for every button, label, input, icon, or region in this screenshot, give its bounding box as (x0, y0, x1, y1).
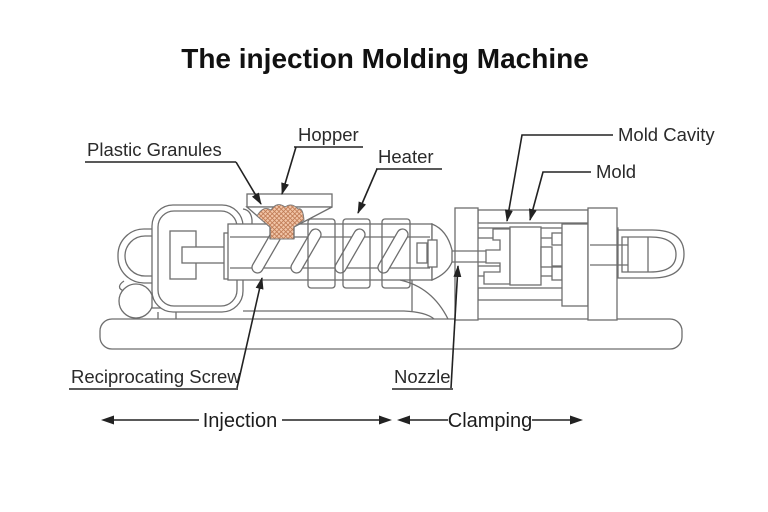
mold-cavity-plate (483, 228, 511, 285)
platen-tab (551, 232, 563, 246)
injection-drive-unit (117, 204, 244, 319)
heater-band (307, 218, 336, 289)
check-ring (416, 242, 428, 264)
label-reciprocating-screw: Reciprocating Screw (69, 277, 264, 390)
mold-label: Mold (596, 161, 636, 182)
injection-section-label: Injection (203, 410, 278, 432)
heater-band (381, 218, 411, 289)
label-mold-cavity: Mold Cavity (504, 124, 715, 222)
platen-tab (551, 266, 563, 281)
heater-leader (357, 168, 378, 214)
heater-band (342, 218, 371, 289)
plastic-granules-fill (256, 204, 305, 240)
arrow-left-icon (101, 415, 114, 425)
annotations: Plastic Granules Hopper Heater Mold Cavi… (69, 124, 715, 390)
clamp-cylinder-inner (621, 236, 677, 273)
nose-support-curve (399, 279, 449, 320)
machine-base (99, 318, 683, 350)
screw-tip (427, 239, 438, 268)
hopper-label: Hopper (298, 124, 359, 145)
arrow-left-icon (397, 415, 410, 425)
housing-hopper-curve (242, 208, 253, 224)
heater-label: Heater (378, 146, 434, 167)
label-plastic-granules: Plastic Granules (85, 139, 262, 205)
mold-cavity-leader (504, 134, 613, 222)
barrel-assembly (227, 218, 453, 320)
carriage-curve (403, 310, 435, 320)
clamping-span: Clamping (397, 410, 583, 432)
mold-cavity-label: Mold Cavity (618, 124, 715, 145)
nozzle-leader (450, 265, 462, 389)
arrow-right-icon (570, 415, 583, 425)
screw-flight (377, 228, 409, 274)
hopper-leader (281, 146, 297, 195)
label-heater: Heater (357, 146, 442, 214)
label-hopper: Hopper (281, 124, 363, 195)
moving-platen (561, 223, 589, 307)
dimension-arrows: Injection Clamping (101, 410, 583, 432)
clamping-unit (452, 207, 685, 321)
screw-flight (290, 228, 322, 274)
motor-wheel (118, 283, 154, 319)
reciprocating-screw-label: Reciprocating Screw (71, 366, 241, 387)
plastic-granules-label: Plastic Granules (87, 139, 222, 160)
label-mold: Mold (529, 161, 636, 221)
mold-block (509, 226, 542, 286)
hopper-assembly (242, 193, 333, 240)
clamp-cylinder-outer (617, 229, 685, 279)
mold-spacer (540, 246, 553, 268)
injection-span: Injection (101, 410, 392, 432)
end-plate (587, 207, 618, 321)
clamping-section-label: Clamping (448, 410, 532, 432)
nozzle-label: Nozzle (394, 366, 451, 387)
machine-drawing (99, 193, 685, 350)
plastic-granules-leader (235, 161, 262, 205)
drive-shaft (181, 246, 231, 264)
mold-leader (529, 171, 591, 221)
page-title: The injection Molding Machine (181, 43, 589, 74)
fixed-platen (454, 207, 479, 321)
label-nozzle: Nozzle (392, 265, 462, 390)
reciprocating-screw-leader (236, 277, 264, 389)
arrow-right-icon (379, 415, 392, 425)
